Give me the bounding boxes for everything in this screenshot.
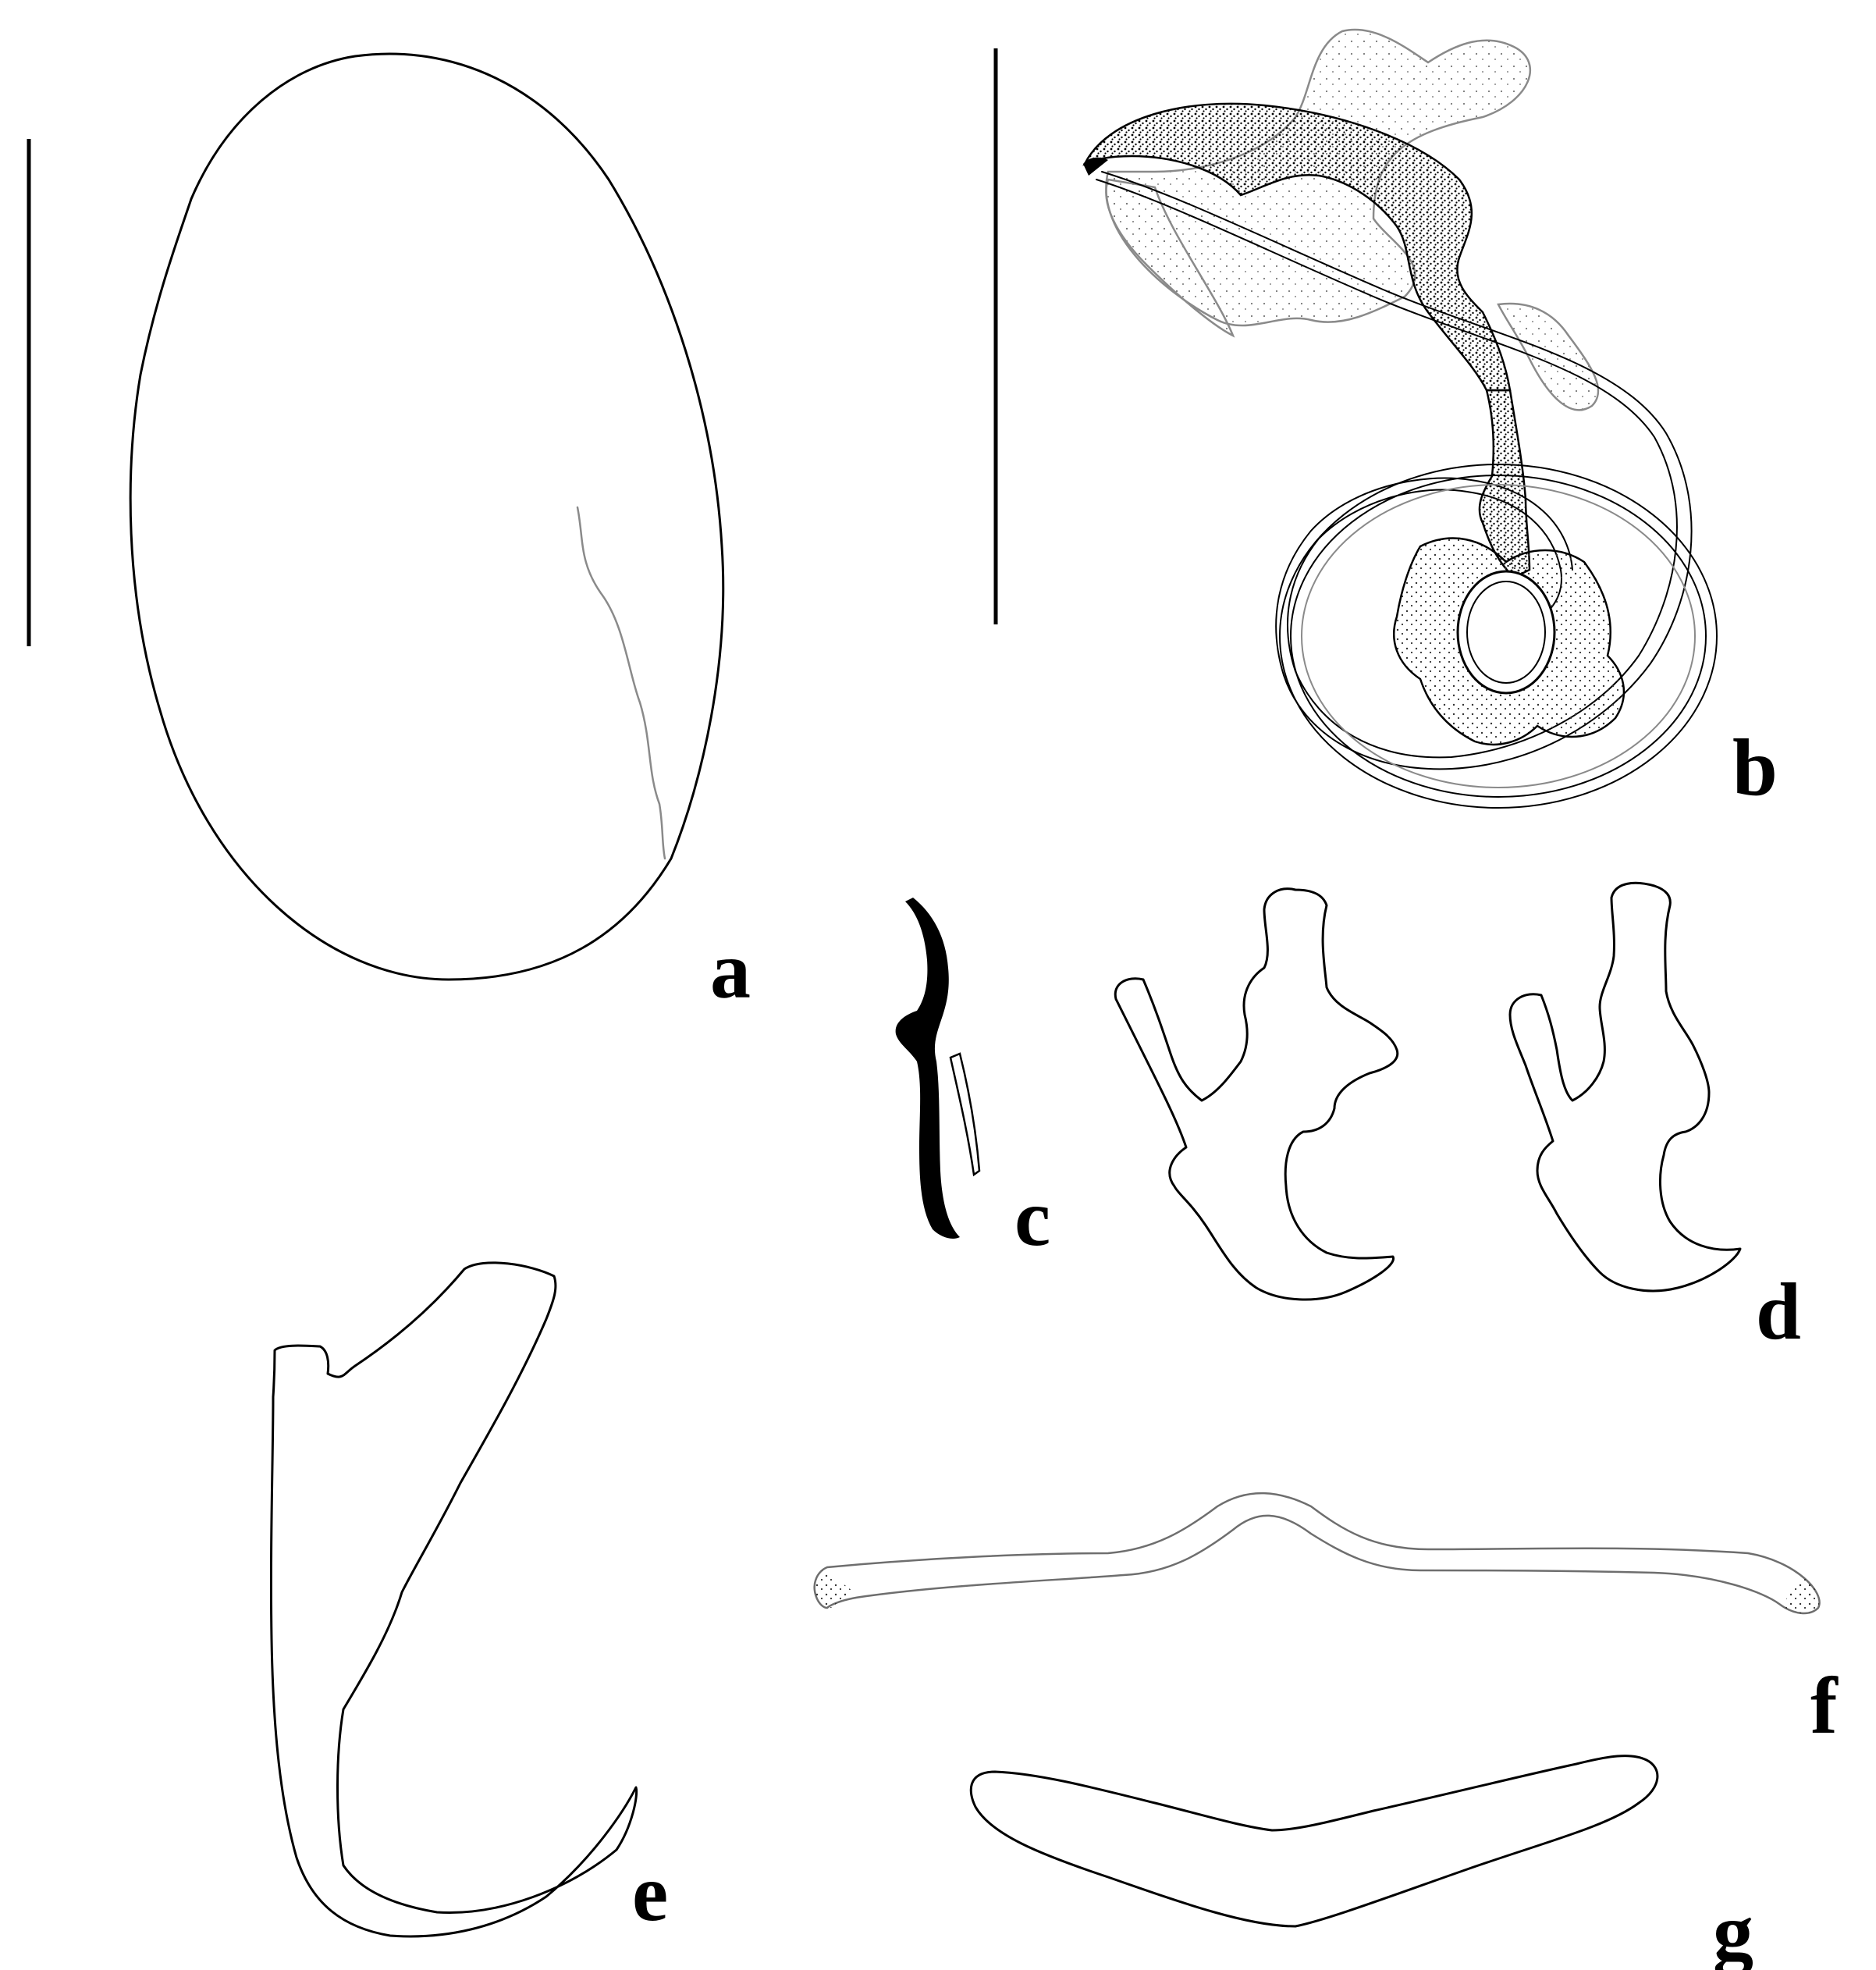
panel-g-ventral-bar	[969, 1755, 1659, 1928]
panel-f-dorsal-bar	[813, 1492, 1821, 1615]
panel-e-hook	[269, 1261, 638, 1938]
panel-b-copulatory-organ	[1082, 28, 1718, 809]
panel-label-e: e	[632, 1848, 668, 1938]
panel-label-a: a	[710, 926, 751, 1015]
panel-label-d: d	[1756, 1267, 1801, 1357]
panel-label-g: g	[1713, 1887, 1753, 1970]
panel-label-c: c	[1014, 1173, 1050, 1263]
panel-label-b: b	[1732, 723, 1778, 813]
panel-label-f: f	[1810, 1661, 1839, 1751]
panel-c-sclerite	[895, 898, 981, 1239]
panel-d-anchors	[1114, 881, 1742, 1301]
panel-a-egg	[129, 52, 725, 981]
